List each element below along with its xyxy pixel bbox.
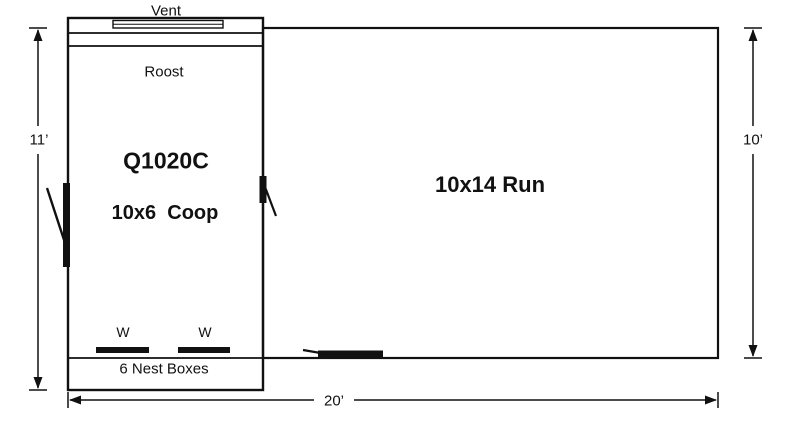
run-door-swing bbox=[302, 348, 345, 359]
coop-run-door-leaf bbox=[259, 176, 267, 203]
dim-right-arrow-up bbox=[748, 29, 758, 41]
dim-left-arrow-up bbox=[33, 29, 43, 41]
dim-bottom-label: 20’ bbox=[323, 392, 345, 410]
window-1-shape bbox=[96, 347, 149, 353]
dim-bottom-arrow-right bbox=[705, 395, 717, 405]
coop-left-door-swing bbox=[45, 187, 68, 247]
roost-label: Roost bbox=[144, 63, 184, 81]
run-size-label: 10x14 Run bbox=[434, 172, 546, 197]
nest-boxes-label: 6 Nest Boxes bbox=[119, 360, 209, 378]
dim-right-arrow-down bbox=[748, 345, 758, 357]
dim-left-arrow-down bbox=[33, 377, 43, 389]
model-label: Q1020C bbox=[123, 147, 209, 174]
vent-label: Vent bbox=[150, 2, 182, 20]
window-1-label: W bbox=[116, 324, 130, 340]
dim-right-label: 10’ bbox=[742, 131, 764, 149]
coop-run-door-swing bbox=[260, 178, 278, 217]
coop-size-label: 10x6 Coop bbox=[111, 202, 219, 224]
dim-left-label: 11’ bbox=[29, 131, 49, 149]
dim-bottom-arrow-left bbox=[69, 395, 81, 405]
coop-left-door-leaf bbox=[63, 183, 70, 267]
window-2-label: W bbox=[198, 324, 212, 340]
run-door-leaf bbox=[318, 350, 383, 357]
window-2-shape bbox=[178, 347, 230, 353]
